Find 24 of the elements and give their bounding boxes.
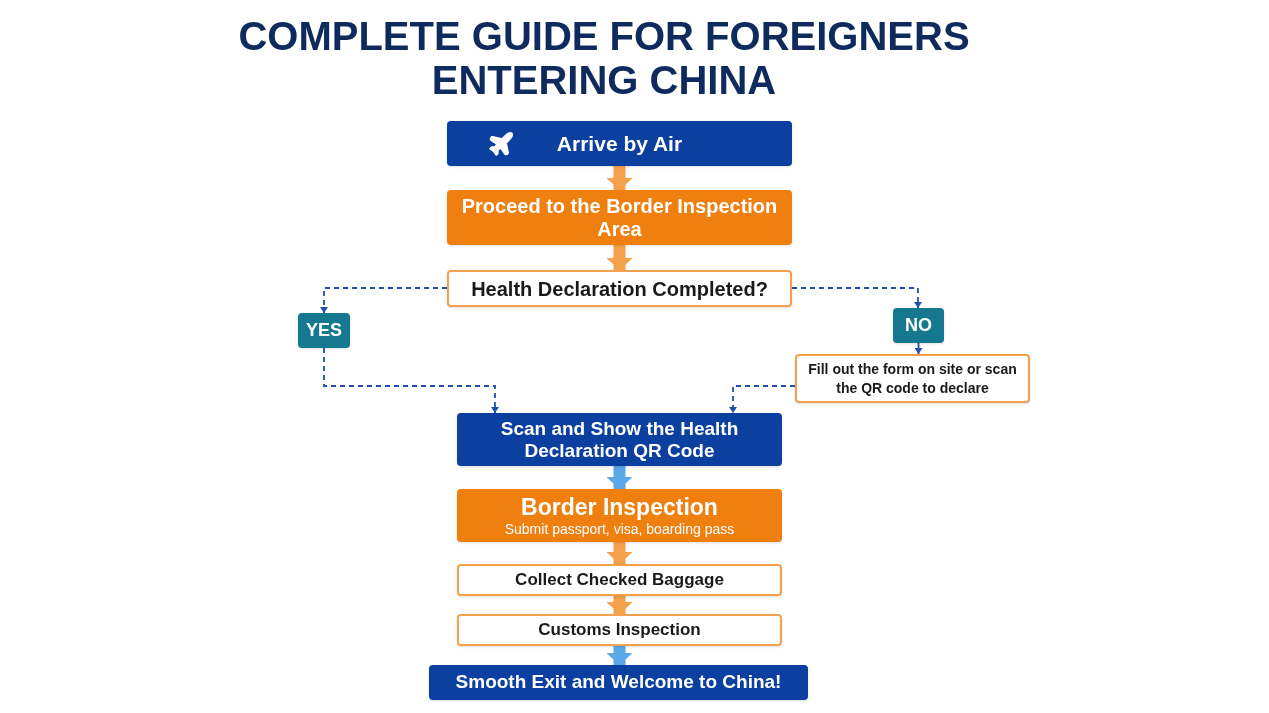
node-label: Collect Checked Baggage	[514, 569, 725, 592]
process-box	[457, 614, 782, 646]
node-label: Border Inspection	[520, 493, 719, 520]
title: COMPLETE GUIDE FOR FOREIGNERS ENTERING CHINA	[237, 14, 971, 102]
node-label: Proceed to the Border Inspection Area	[460, 194, 779, 241]
node-label: NO	[904, 314, 933, 337]
node-label: Scan and Show the Health Declaration QR Code	[499, 417, 740, 462]
node-subtitle: Submit passport, visa, boarding pass	[503, 520, 736, 538]
node-label: Smooth Exit and Welcome to China!	[454, 670, 783, 695]
process-box	[447, 121, 792, 166]
node-label: Customs Inspection	[537, 619, 702, 642]
process-box	[457, 564, 782, 596]
node-label: YES	[305, 319, 343, 342]
answer-badge	[298, 313, 350, 348]
decision-box	[447, 270, 792, 307]
process-box	[457, 489, 782, 542]
node-label: Health Declaration Completed?	[470, 276, 769, 302]
node-label: Arrive by Air	[555, 130, 684, 157]
answer-badge	[893, 308, 944, 343]
node-label: Fill out the form on site or scan the QR code to declare	[807, 359, 1018, 398]
process-box	[447, 190, 792, 245]
process-box	[457, 413, 782, 466]
process-box	[795, 354, 1030, 403]
end-box	[429, 665, 808, 700]
